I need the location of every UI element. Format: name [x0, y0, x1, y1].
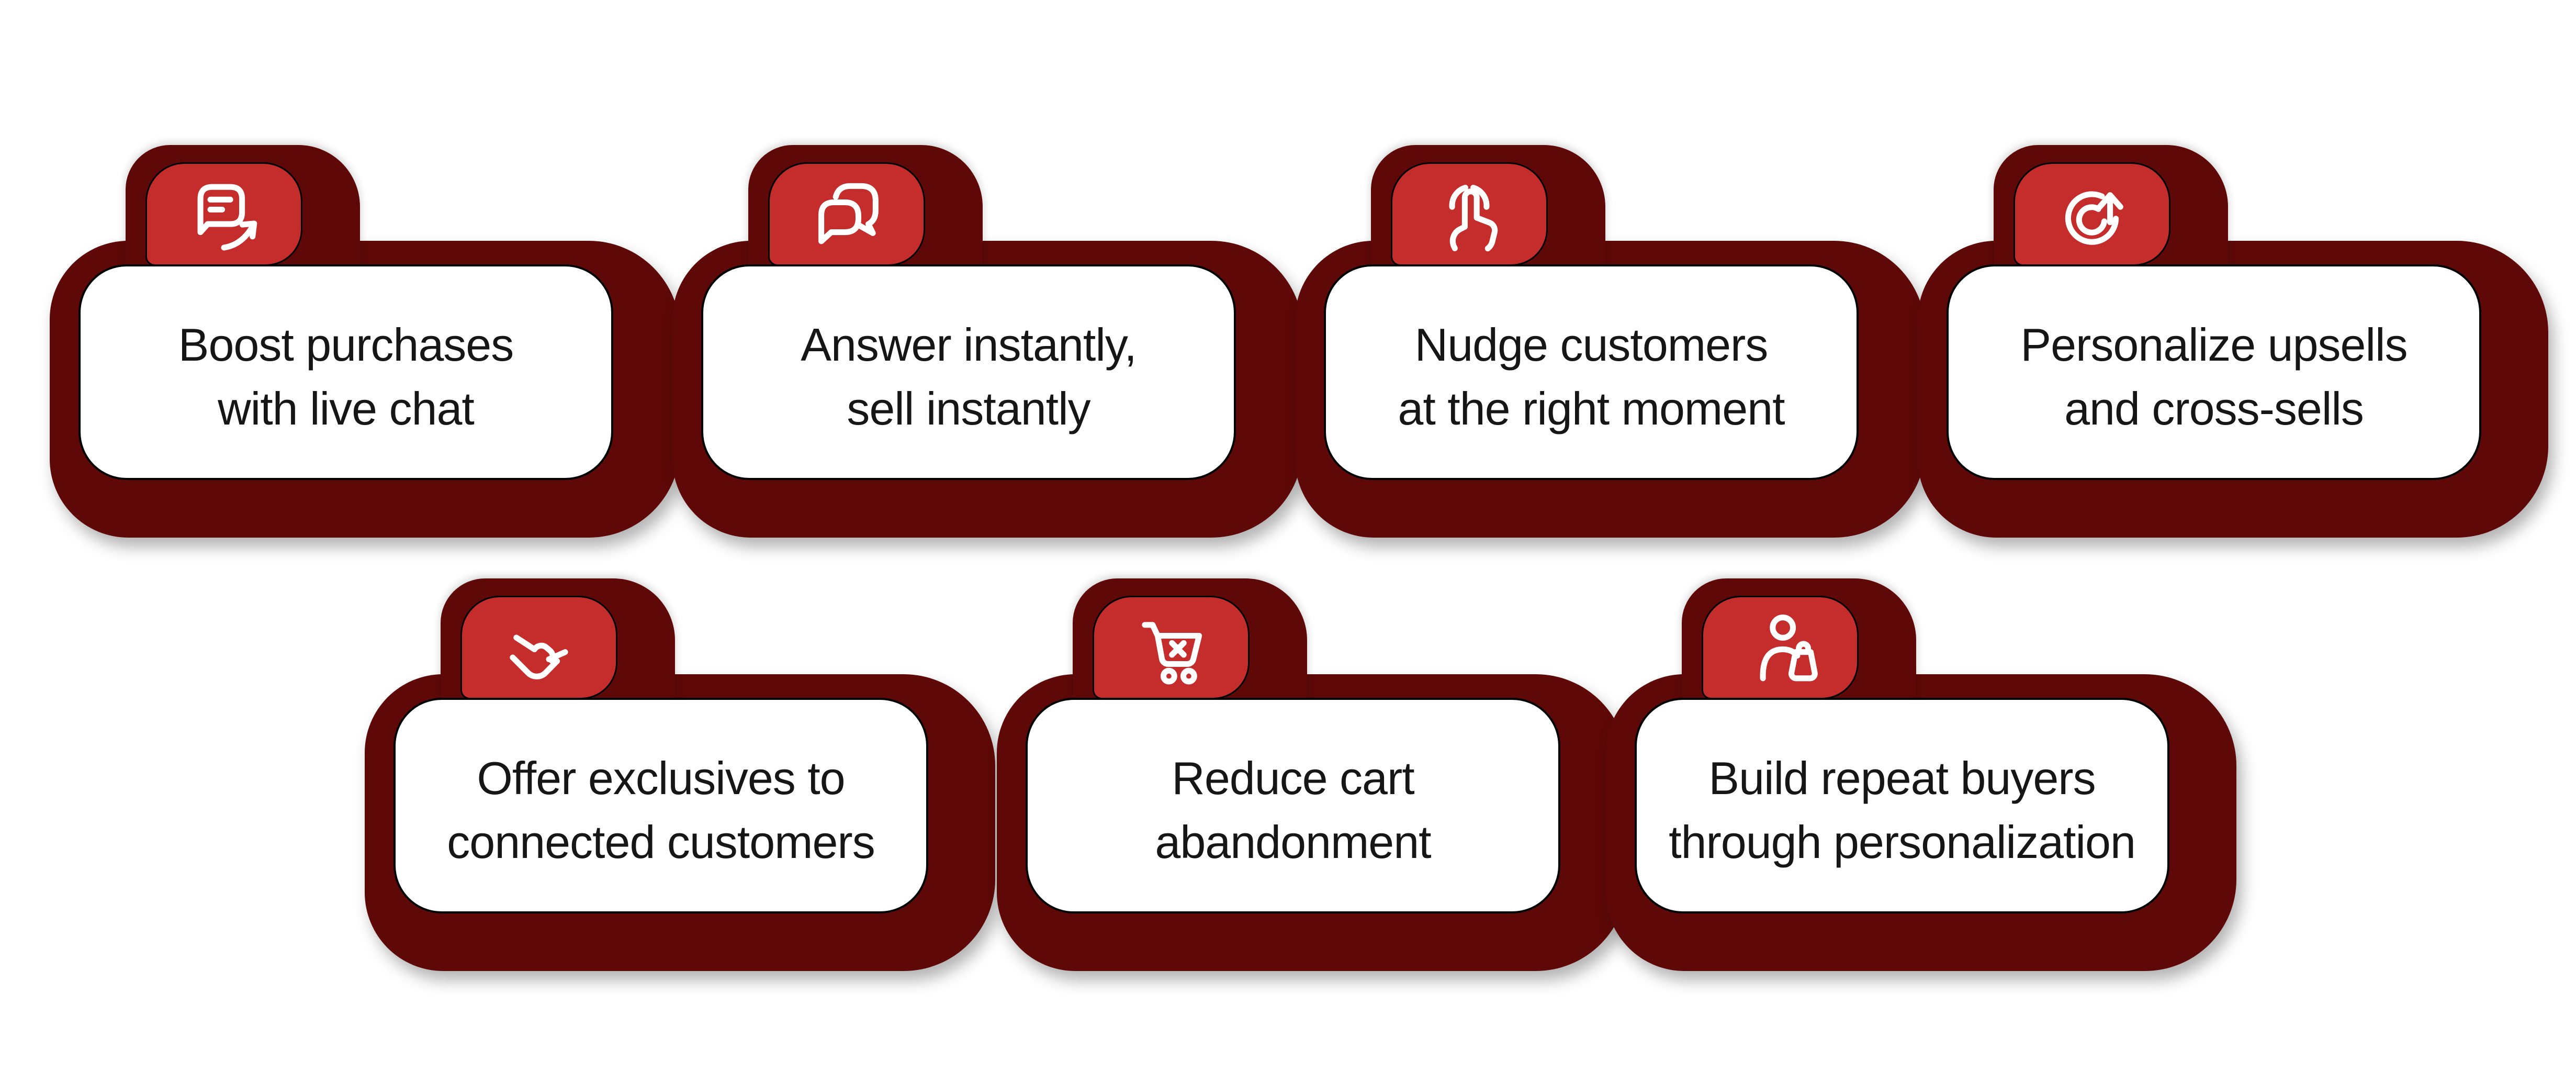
card-label-line1: Answer instantly,: [801, 319, 1137, 371]
card-panel: Boost purchases with live chat: [78, 264, 613, 480]
card-panel: Offer exclusives to connected customers: [393, 698, 928, 913]
card-label-line1: Build repeat buyers: [1708, 752, 2096, 804]
card-panel: Personalize upsells and cross-sells: [1947, 264, 2481, 480]
card-label-line1: Reduce cart: [1172, 752, 1414, 804]
card-label-line1: Personalize upsells: [2020, 319, 2408, 371]
card-label-line1: Offer exclusives to: [477, 752, 845, 804]
icon-badge: [1702, 596, 1859, 699]
card-label-line2: connected customers: [447, 816, 875, 868]
cart-remove-icon: [1142, 622, 1202, 685]
tap-icon: [1449, 184, 1498, 252]
card-panel: Reduce cart abandonment: [1026, 698, 1560, 913]
card-panel: Answer instantly, sell instantly: [701, 264, 1236, 480]
card-label-line2: through personalization: [1669, 816, 2136, 868]
conversation-icon: [818, 183, 879, 244]
card-panel: Nudge customers at the right moment: [1324, 264, 1859, 480]
icon-badge: [460, 596, 617, 699]
card-label-line2: and cross-sells: [2064, 383, 2364, 434]
icon-badge: [768, 162, 925, 266]
icon-badge: [145, 162, 302, 266]
handshake-icon: [510, 634, 568, 679]
card-label-line2: abandonment: [1155, 816, 1431, 868]
card-label-line2: sell instantly: [847, 383, 1090, 434]
chat-growth-icon: [197, 184, 257, 251]
card-label-line1: Nudge customers: [1414, 319, 1769, 371]
shopper-profile-icon: [1760, 615, 1818, 682]
icon-badge: [1391, 162, 1548, 266]
upsell-cycle-icon: [2065, 191, 2123, 245]
card-panel: Build repeat buyers through personalizat…: [1635, 698, 2169, 913]
icon-badge: [1093, 596, 1250, 699]
icon-badge: [2013, 162, 2170, 266]
card-label-line2: at the right moment: [1398, 383, 1785, 434]
card-label-line1: Boost purchases: [178, 319, 514, 371]
card-label-line2: with live chat: [218, 383, 475, 434]
